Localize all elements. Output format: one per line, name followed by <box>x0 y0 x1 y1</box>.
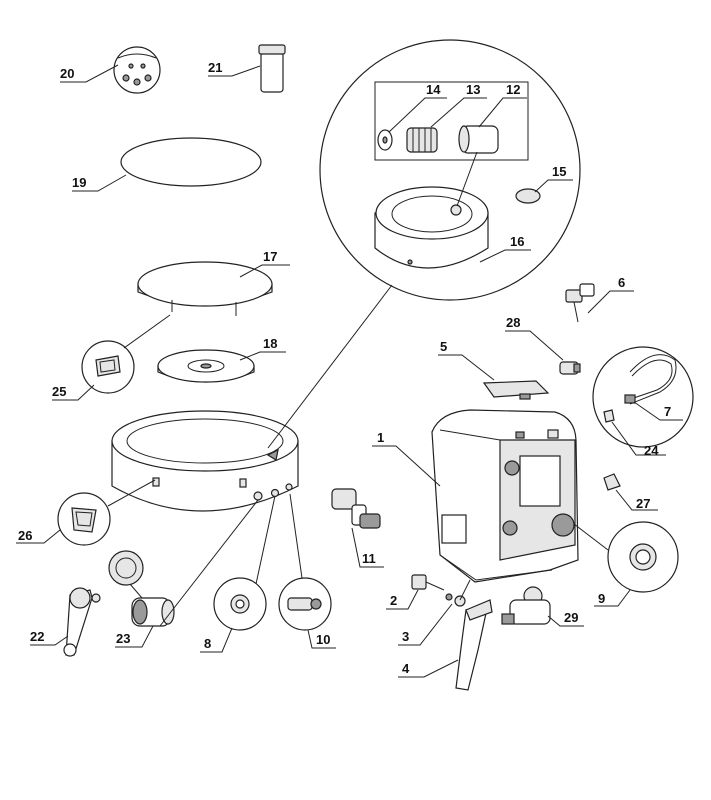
leader-1 <box>372 445 441 487</box>
callout-22: 22 <box>30 629 44 644</box>
callout-3: 3 <box>402 629 409 644</box>
leader-26 <box>16 529 61 544</box>
part-25-detail <box>81 340 135 394</box>
callout-27: 27 <box>636 496 650 511</box>
leader-16 <box>479 249 531 263</box>
part-11-drawing <box>331 488 381 529</box>
callout-17: 17 <box>263 249 277 264</box>
callout-18: 18 <box>263 336 277 351</box>
leader-10 <box>307 629 336 649</box>
callout-28: 28 <box>506 315 520 330</box>
callout-19: 19 <box>72 175 86 190</box>
part-6-drawing <box>565 283 595 323</box>
leader-8 <box>200 627 233 653</box>
callout-25: 25 <box>52 384 66 399</box>
leader-6 <box>587 290 634 314</box>
callout-13: 13 <box>466 82 480 97</box>
part-19-drawing <box>120 137 262 187</box>
pump-unit-drawing <box>431 409 579 583</box>
part-18-drawing <box>157 349 255 383</box>
leader-2 <box>386 589 419 610</box>
leader-4 <box>398 659 459 678</box>
callout-labels: 20 21 19 17 18 25 14 13 12 15 16 6 28 5 … <box>18 60 671 676</box>
part-21-drawing <box>258 44 286 93</box>
part-4-drawing <box>455 599 493 691</box>
leader-27 <box>615 489 658 511</box>
callout-8: 8 <box>204 636 211 651</box>
callout-2: 2 <box>390 593 397 608</box>
leader-21 <box>208 65 261 77</box>
leader-10-to-tub <box>289 493 303 579</box>
callout-29: 29 <box>564 610 578 625</box>
callout-5: 5 <box>440 339 447 354</box>
callout-10: 10 <box>316 632 330 647</box>
leader-15 <box>534 179 573 193</box>
leader-26-to-tub <box>107 479 156 507</box>
callout-1: 1 <box>377 430 384 445</box>
part-22-drawing <box>63 587 101 657</box>
callout-12: 12 <box>506 82 520 97</box>
leader-8-to-tub <box>255 495 276 585</box>
callout-9: 9 <box>598 591 605 606</box>
callout-4: 4 <box>402 661 410 676</box>
filter-housing-detail <box>319 39 581 301</box>
callout-21: 21 <box>208 60 222 75</box>
part-5-drawing <box>482 380 550 400</box>
leader-9 <box>594 589 631 607</box>
callout-14: 14 <box>426 82 441 97</box>
leader-bigcircle-to-tub <box>267 284 393 449</box>
leader-3-to-pump <box>459 579 471 601</box>
callout-24: 24 <box>644 443 659 458</box>
callout-16: 16 <box>510 234 524 249</box>
part-10-detail <box>278 577 332 631</box>
callout-7: 7 <box>664 404 671 419</box>
callout-20: 20 <box>60 66 74 81</box>
leader-24 <box>611 421 666 456</box>
part-28-drawing <box>559 361 581 375</box>
leader-23-to-tub <box>159 499 259 627</box>
leader-20 <box>60 64 119 83</box>
part-9-detail <box>607 521 679 593</box>
leader-25 <box>52 384 95 401</box>
leader-12 <box>478 97 527 128</box>
callout-6: 6 <box>618 275 625 290</box>
callout-23: 23 <box>116 631 130 646</box>
part-23-drawing <box>108 550 175 627</box>
leader-23 <box>115 625 154 648</box>
hose-detail <box>592 346 694 448</box>
part-8-detail <box>213 577 267 631</box>
leader-3 <box>398 603 453 646</box>
leader-19 <box>72 174 127 192</box>
leader-18 <box>239 351 286 361</box>
leader-9-to-pump <box>573 523 609 551</box>
part-29-drawing <box>501 586 551 625</box>
leader-12-to-housing <box>456 151 478 207</box>
leader-29 <box>547 615 584 627</box>
leader-17 <box>239 264 290 278</box>
leader-11 <box>351 527 384 568</box>
leader-22 <box>30 635 69 646</box>
part-17-drawing <box>137 261 273 316</box>
part-26-detail <box>57 492 111 546</box>
callout-26: 26 <box>18 528 32 543</box>
part-3-drawing <box>445 593 466 607</box>
part-2-drawing <box>411 574 445 591</box>
leader-13 <box>430 97 487 128</box>
part-20-drawing <box>113 46 161 94</box>
callout-11: 11 <box>362 551 376 566</box>
leader-7 <box>633 401 683 421</box>
leader-25-to-lid <box>123 314 171 349</box>
part-27-drawing <box>603 473 621 491</box>
leader-14 <box>388 97 447 133</box>
leader-28 <box>505 330 564 361</box>
leader-5 <box>438 354 495 381</box>
tub-drawing <box>111 410 299 512</box>
callout-15: 15 <box>552 164 566 179</box>
